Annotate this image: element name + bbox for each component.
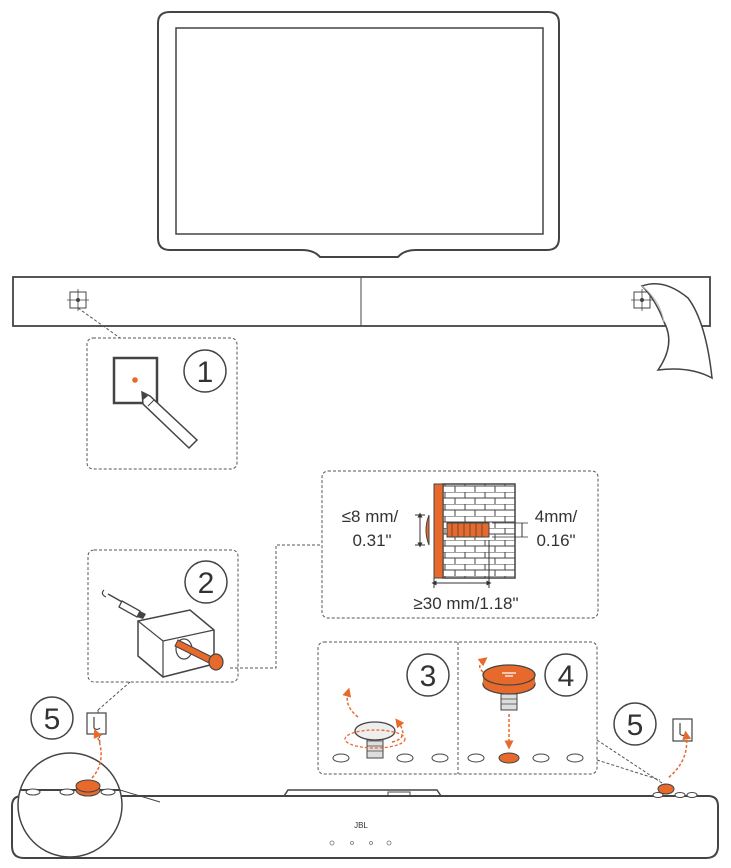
step-1-label: 1 <box>197 356 214 389</box>
step-3-4-panel: 3 4 <box>317 641 598 775</box>
step-5-left-label: 5 <box>44 703 61 736</box>
soundbar-feet <box>652 792 698 798</box>
orange-foot-icon <box>482 664 536 711</box>
step-5-left-badge <box>30 696 74 740</box>
brand-logo: JBL <box>354 821 368 830</box>
screw-head-dimension: ≤8 mm/ <box>342 507 399 526</box>
foot-row-step-3 <box>332 753 449 763</box>
screw-length-dimension: ≥30 mm/1.18" <box>413 594 518 613</box>
step-5-right-label: 5 <box>627 709 644 742</box>
template-icon <box>12 276 713 380</box>
screw-icon <box>174 639 224 671</box>
step-3-badge <box>406 653 450 697</box>
step-5-left: 5 <box>30 681 131 779</box>
foot-row-step-4 <box>467 753 584 763</box>
template-mark-right <box>631 289 653 311</box>
step-1-badge <box>183 349 227 393</box>
step-2-badge <box>184 560 228 604</box>
step-1-panel: 1 <box>77 307 238 470</box>
step-3-label: 3 <box>420 660 437 693</box>
step-2-panel: 2 <box>87 549 239 683</box>
step-5-right-badge <box>613 702 657 746</box>
bracket-icon <box>86 712 107 735</box>
screw-diameter-dimension-in: 0.16" <box>536 531 575 550</box>
zoom-detail-left <box>17 752 161 858</box>
foot-icon <box>354 721 396 759</box>
spec-screw-icon <box>425 514 490 546</box>
drill-icon <box>101 589 146 619</box>
screw-head-dimension-in: 0.31" <box>352 531 391 550</box>
step-4-badge <box>544 653 588 697</box>
template-mark-left <box>67 289 89 311</box>
soundbar-buttons <box>329 840 392 846</box>
bracket-plate <box>433 483 444 579</box>
step-5-right: 5 <box>596 702 693 786</box>
screw-spec-panel: ≤8 mm/ 0.31" 4mm/ 0.16" ≥30 mm/1.18" <box>230 470 599 669</box>
mark-dot <box>132 377 138 383</box>
screw-diameter-dimension: 4mm/ <box>535 507 578 526</box>
bracket-icon-right <box>672 718 693 742</box>
tv-icon <box>157 11 560 258</box>
pencil-icon <box>141 390 199 450</box>
step-2-label: 2 <box>198 567 215 600</box>
step-4-label: 4 <box>558 660 575 693</box>
soundbar-icon: JBL <box>11 783 719 859</box>
